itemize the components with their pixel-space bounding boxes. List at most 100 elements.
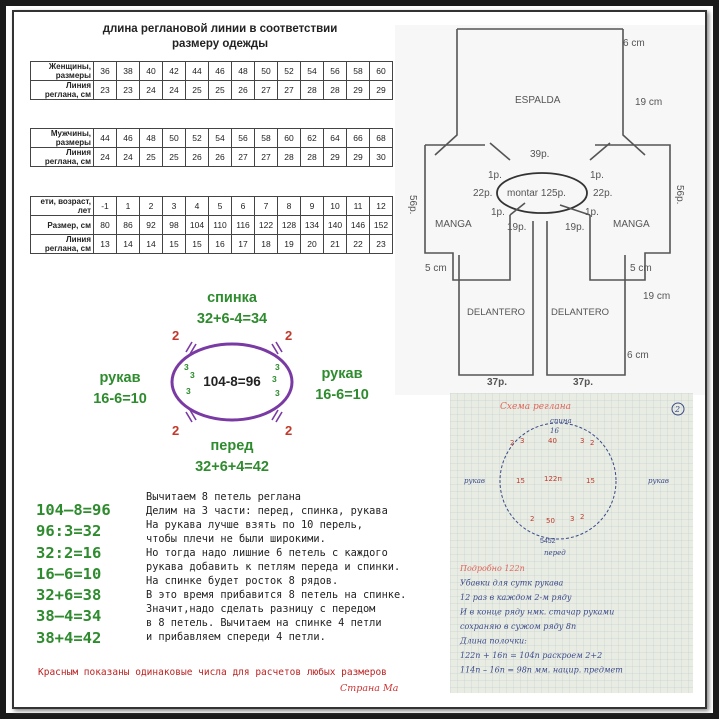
table-cell: 66 (346, 128, 370, 148)
table-cell: 3 (162, 196, 186, 216)
table-cell: 27 (277, 80, 301, 100)
notebook-back-label: спина (550, 417, 572, 425)
schema-right-front-sts: 19p. (565, 222, 584, 233)
table-cell: 8 (277, 196, 301, 216)
schema-sleeve-right: MANGA (613, 219, 650, 230)
diagram-front-label: перед (211, 438, 254, 454)
table-cell: 1 (116, 196, 140, 216)
table-cell: 29 (346, 80, 370, 100)
diagram-sleeve-left-label: рукав (100, 370, 141, 386)
table-cell: 36 (93, 61, 117, 81)
notebook-right-label: рукав (648, 477, 669, 485)
schema-raglan-right-bottom: 1p. (585, 207, 599, 218)
row-header: Линия реглана, см (30, 234, 94, 254)
table-cell: 110 (208, 215, 232, 235)
table-cell: 140 (323, 215, 347, 235)
table-cell: 122 (254, 215, 278, 235)
table-cell: 29 (323, 147, 347, 167)
table-cell: 98 (162, 215, 186, 235)
table-cell: 18 (254, 234, 278, 254)
calc-line: 32:2=16 (36, 543, 102, 562)
schema-back: ESPALDA (515, 95, 561, 106)
table-cell: 128 (277, 215, 301, 235)
schema-left-front-sts: 19p. (507, 222, 526, 233)
schema-raglan-right: 1p. (590, 170, 604, 181)
diagram-mark-3a: 3 (184, 362, 189, 372)
schema-front-cm: 19 cm (643, 291, 670, 302)
table-cell: 24 (93, 147, 117, 167)
table-cell: 24 (116, 147, 140, 167)
schema-cuff-left-cm: 5 cm (425, 263, 447, 274)
explanation-line: На спинке будет росток 8 рядов. (146, 575, 339, 587)
notebook-front-label: перед (544, 549, 566, 557)
raglan-schema: 6 cm ESPALDA 19 cm 39p. 1p. 1p. 22p. mon… (395, 25, 705, 395)
calc-line: 16–6=10 (36, 564, 102, 583)
table-cell: 104 (185, 215, 209, 235)
notebook-note: Подробно 122п (459, 564, 525, 573)
table-cell: 20 (300, 234, 324, 254)
table-cell: 52 (185, 128, 209, 148)
table-cell: 7 (254, 196, 278, 216)
notebook-bottom-n1: 2 (530, 515, 534, 523)
notebook-side-left: 15 (516, 477, 525, 485)
notebook-side-right: 15 (586, 477, 595, 485)
notebook-note: 122п + 16п = 104п раскроем 2+2 (460, 651, 602, 660)
table-cell: 27 (254, 147, 278, 167)
table-cell: 28 (277, 147, 301, 167)
schema-front-right-width: 37p. (573, 377, 593, 388)
diagram-mark-br: 2 (285, 423, 292, 438)
table-cell: 54 (300, 61, 324, 81)
diagram-mark-bl: 2 (172, 423, 179, 438)
footer-note: Красным показаны одинаковые числа для ра… (38, 667, 387, 678)
schema-back-sts: 39p. (530, 149, 549, 160)
table-cell: 26 (185, 147, 209, 167)
table-cell: 26 (208, 147, 232, 167)
table-cell: 52 (277, 61, 301, 81)
table-cell: 2 (139, 196, 163, 216)
notebook-bottom-row: 5452 (540, 538, 556, 545)
schema-sleeve-left-rows: 56p. (407, 195, 418, 214)
table-cell: 15 (162, 234, 186, 254)
notebook-note: Убавки для сутк рукава (460, 579, 564, 588)
schema-front-left-width: 37p. (487, 377, 507, 388)
notebook-note: Длина полочки: (459, 637, 527, 646)
notebook-top-n0: 2 (510, 439, 514, 447)
table-cell: 46 (116, 128, 140, 148)
table-cell: 44 (93, 128, 117, 148)
table-cell: 58 (254, 128, 278, 148)
table-cell: 28 (300, 80, 324, 100)
notebook-note: 12 раз в каждом 2-м ряду (460, 593, 572, 602)
explanation-line: Вычитаем 8 петель реглана (146, 491, 301, 503)
table-cell: 50 (162, 128, 186, 148)
schema-sleeve-left-sts: 22p. (473, 188, 492, 199)
table-cell: 17 (231, 234, 255, 254)
calc-line: 96:3=32 (36, 522, 102, 541)
table-cell: 30 (369, 147, 393, 167)
table-cell: 4 (185, 196, 209, 216)
notebook-note: сохраняю в сужом ряду 8п (460, 622, 576, 631)
table-cell: 23 (369, 234, 393, 254)
calc-line: 38–4=34 (36, 607, 102, 626)
table-cell: 56 (323, 61, 347, 81)
calc-line: 104–8=96 (36, 501, 111, 519)
table-cell: 24 (162, 80, 186, 100)
table-cell: 23 (116, 80, 140, 100)
schema-sleeve-right-sts: 22p. (593, 188, 612, 199)
diagram-mark-3f: 3 (275, 388, 280, 398)
schema-bottom-cm: 6 cm (627, 350, 649, 361)
notebook-page-no: 2 (674, 405, 680, 414)
notebook-top-n3: 3 (580, 437, 584, 445)
table-cell: 25 (162, 147, 186, 167)
calc-line: 32+6=38 (36, 586, 102, 605)
notebook-title: Схема реглана (500, 402, 571, 412)
table-cell: 80 (93, 215, 117, 235)
explanation-line: На рукава лучше взять по 10 перель, (146, 519, 363, 531)
table-cell: 9 (300, 196, 324, 216)
diagram-back-calc: 32+6-4=34 (197, 311, 267, 327)
explanation-line: в 8 петель. Вычитаем на спинке 4 петли (146, 617, 382, 629)
inner-frame (12, 10, 707, 709)
